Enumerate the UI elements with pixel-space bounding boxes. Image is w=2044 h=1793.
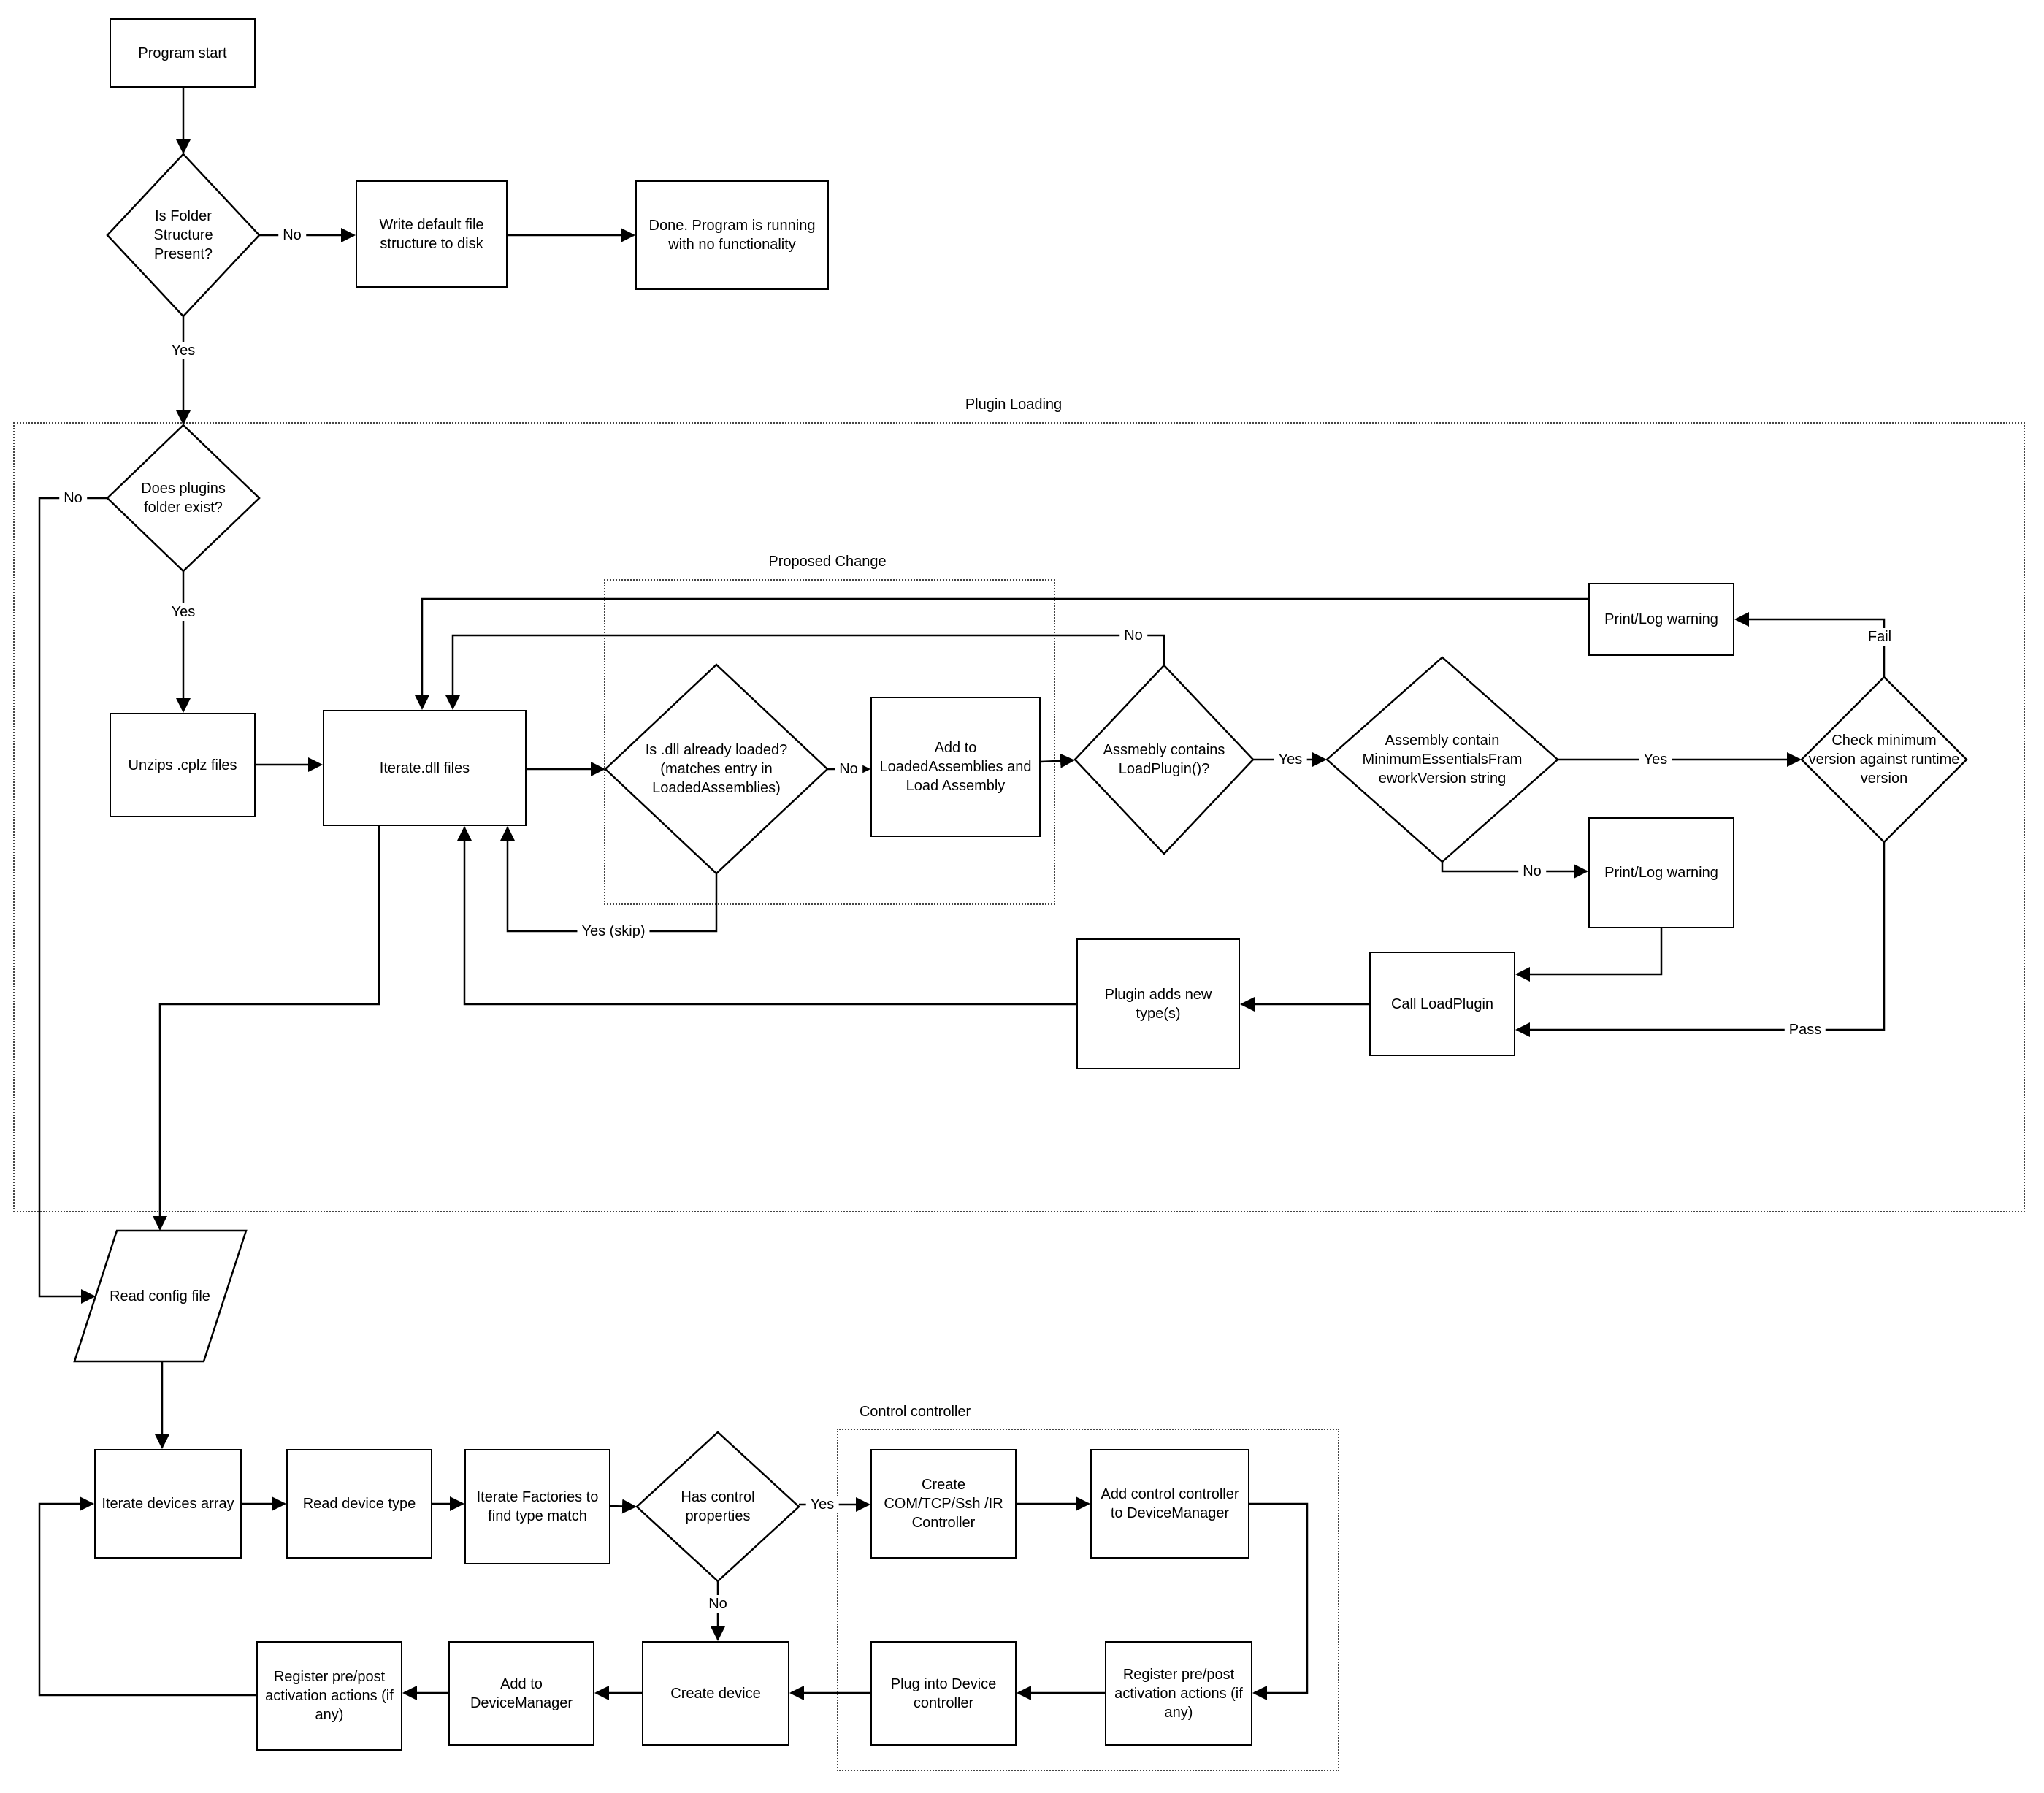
- node-plugin-adds-new-types: Plugin adds new type(s): [1076, 938, 1240, 1069]
- edge-label-folder-yes: Yes: [166, 342, 200, 359]
- proposed-change-container: [604, 579, 1055, 905]
- edge-label-folder-no: No: [278, 226, 306, 244]
- node-iterate-devices-array: Iterate devices array: [94, 1449, 242, 1559]
- decision-dll-loaded-shape: [604, 663, 829, 875]
- edge-loadplugin-no: [445, 634, 1165, 710]
- decision-min-version-string-label: Assembly contain MinimumEssentialsFramew…: [1362, 733, 1523, 787]
- proposed-change-label: Proposed Change: [762, 554, 892, 570]
- node-done-no-functionality: Done. Program is running with no functio…: [635, 180, 829, 290]
- edge-iterate-to-readconfig: [153, 826, 380, 1231]
- edge-label-dll-loaded-no: No: [835, 760, 862, 778]
- node-read-device-type: Read device type: [286, 1449, 432, 1559]
- decision-min-version-string-shape: [1325, 656, 1559, 863]
- node-print-log-warning-top: Print/Log warning: [1588, 583, 1734, 656]
- edge-label-min-version-no: No: [1518, 863, 1546, 880]
- node-register-pre-post-right: Register pre/post activation actions (if…: [1105, 1641, 1252, 1746]
- node-write-default-file-structure: Write default file structure to disk: [356, 180, 508, 288]
- edge-warntop-to-iterate: [415, 597, 1588, 710]
- edge-label-loadplugin-yes: Yes: [1274, 751, 1307, 768]
- edge-check-fail: [1734, 612, 1886, 677]
- edge-minversion-no: [1441, 862, 1588, 879]
- decision-has-control-label: Has control properties: [681, 1489, 755, 1524]
- edge-plugins-no-to-readconfig: [38, 497, 107, 1304]
- plugin-loading-label: Plugin Loading: [959, 397, 1068, 413]
- edge-label-loadplugin-no: No: [1119, 627, 1147, 644]
- node-add-to-device-manager: Add to DeviceManager: [448, 1641, 594, 1746]
- edge-addcontrol-to-register: [1249, 1502, 1309, 1700]
- control-controller-label: Control controller: [853, 1404, 977, 1421]
- node-call-loadplugin: Call LoadPlugin: [1369, 952, 1515, 1056]
- edge-check-pass: [1515, 842, 1886, 1037]
- edge-label-check-fail: Fail: [1863, 628, 1896, 646]
- edge-label-control-yes: Yes: [805, 1496, 839, 1513]
- decision-dll-loaded-label: Is .dll already loaded? (matches entry i…: [645, 742, 788, 796]
- decision-plugins-folder-shape: [106, 424, 261, 573]
- edge-label-plugins-no: No: [59, 489, 87, 507]
- edge-label-yes-skip: Yes (skip): [577, 922, 650, 940]
- decision-folder-structure-label: Is Folder Structure Present?: [153, 208, 213, 262]
- decision-check-min-version-label: Check minimum version against runtime ve…: [1808, 733, 1960, 787]
- control-controller-container: [837, 1429, 1339, 1771]
- plugin-loading-container: [13, 422, 2025, 1212]
- edge-registerleft-loop: [38, 1496, 256, 1697]
- node-plug-into-device-controller: Plug into Device controller: [870, 1641, 1017, 1746]
- node-register-pre-post-left: Register pre/post activation actions (if…: [256, 1641, 402, 1751]
- node-iterate-dll-files: Iterate.dll files: [323, 710, 527, 826]
- edge-addloaded-to-loadplugin: [1040, 753, 1075, 768]
- node-add-to-loaded-assemblies: Add to LoadedAssemblies and Load Assembl…: [870, 697, 1041, 837]
- node-create-com-tcp-ssh-ir: Create COM/TCP/Ssh /IR Controller: [870, 1449, 1017, 1559]
- edge-warnlow-to-callload: [1515, 928, 1663, 982]
- edge-pluginadds-to-iterate: [457, 826, 1076, 1006]
- node-create-device: Create device: [642, 1641, 789, 1746]
- decision-has-control-shape: [635, 1431, 800, 1583]
- decision-contains-loadplugin-shape: [1073, 664, 1255, 855]
- decision-check-min-version-shape: [1800, 676, 1968, 844]
- edge-factories-to-hascontrol: [610, 1499, 637, 1514]
- node-unzips-cplz-files: Unzips .cplz files: [110, 713, 256, 817]
- edge-label-check-pass: Pass: [1784, 1021, 1826, 1039]
- node-print-log-warning-bottom: Print/Log warning: [1588, 817, 1734, 928]
- decision-folder-structure-shape: [106, 153, 261, 318]
- edge-label-min-version-yes: Yes: [1639, 751, 1672, 768]
- edge-label-plugins-yes: Yes: [166, 603, 200, 621]
- edge-label-control-no: No: [704, 1595, 732, 1613]
- node-add-control-controller: Add control controller to DeviceManager: [1090, 1449, 1249, 1559]
- node-program-start: Program start: [110, 18, 256, 88]
- node-iterate-factories: Iterate Factories to find type match: [464, 1449, 610, 1564]
- read-config-file-label: Read config file: [110, 1288, 210, 1304]
- decision-contains-loadplugin-label: Assmebly contains LoadPlugin()?: [1103, 742, 1225, 777]
- read-config-file-shape: [73, 1229, 248, 1363]
- decision-plugins-folder-label: Does plugins folder exist?: [141, 481, 226, 516]
